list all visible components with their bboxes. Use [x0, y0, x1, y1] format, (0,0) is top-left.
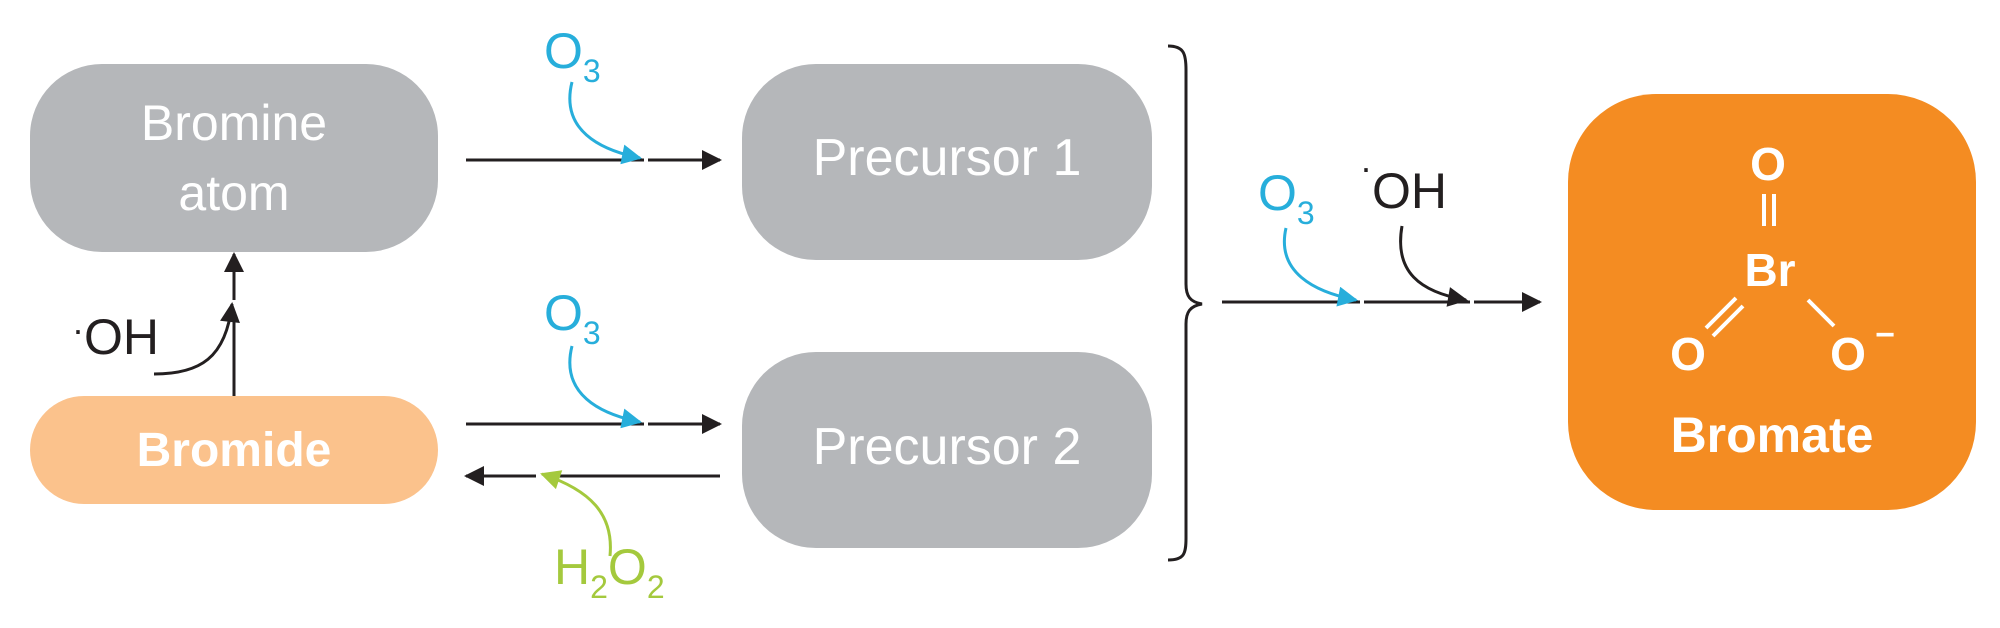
bromate-node: O Br O O − Bromate [1568, 94, 1976, 510]
hydroxyl-label-right: OH [1372, 163, 1447, 219]
hydroxyl-label-left: OH [84, 309, 159, 365]
bromide-box [30, 396, 438, 504]
bromate-double-bond-left-b [1711, 304, 1745, 338]
ozone-arrow-right [1282, 227, 1358, 307]
bromate-center-br: Br [1744, 244, 1795, 296]
bromide-node: Bromide [30, 396, 438, 504]
bromate-box [1568, 94, 1976, 510]
ozone-label-top: O3 [544, 23, 601, 89]
precursor-1-label: Precursor 1 [813, 129, 1082, 187]
precursor-2-box [742, 352, 1152, 548]
ozone-arrow-middle [568, 345, 642, 429]
precursor-1-box [742, 64, 1152, 260]
bromate-top-oxygen: O [1750, 138, 1786, 190]
bromine-atom-box [30, 64, 438, 252]
bromate-single-bond-right [1806, 298, 1836, 328]
bromate-right-oxygen: O [1830, 328, 1866, 380]
precursor-2-node: Precursor 2 [742, 352, 1152, 548]
precursor-bracket [1167, 44, 1203, 562]
peroxide-arrow [540, 470, 612, 557]
hydroxyl-dot-right: · [1360, 147, 1372, 188]
hydroxyl-arrow-right [1399, 225, 1468, 307]
bromate-negative-charge: − [1875, 316, 1895, 354]
hydroxyl-arrow-left [153, 302, 240, 376]
bromide-label: Bromide [137, 424, 332, 477]
bromate-left-oxygen: O [1670, 328, 1706, 380]
peroxide-label: H2O2 [554, 539, 665, 605]
bromate-label: Bromate [1671, 407, 1874, 463]
bromine-atom-label-line1: Bromine [141, 95, 327, 151]
ozone-label-middle: O3 [544, 285, 601, 351]
hydroxyl-dot-left: · [72, 309, 84, 350]
bromine-atom-label-line2: atom [178, 165, 289, 221]
precursor-1-node: Precursor 1 [742, 64, 1152, 260]
ozone-label-right: O3 [1258, 165, 1315, 231]
precursor-2-label: Precursor 2 [813, 418, 1082, 476]
bromate-double-bond-left-a [1704, 296, 1738, 330]
ozone-arrow-top [568, 81, 642, 165]
bromine-atom-node: Bromine atom [30, 64, 438, 252]
